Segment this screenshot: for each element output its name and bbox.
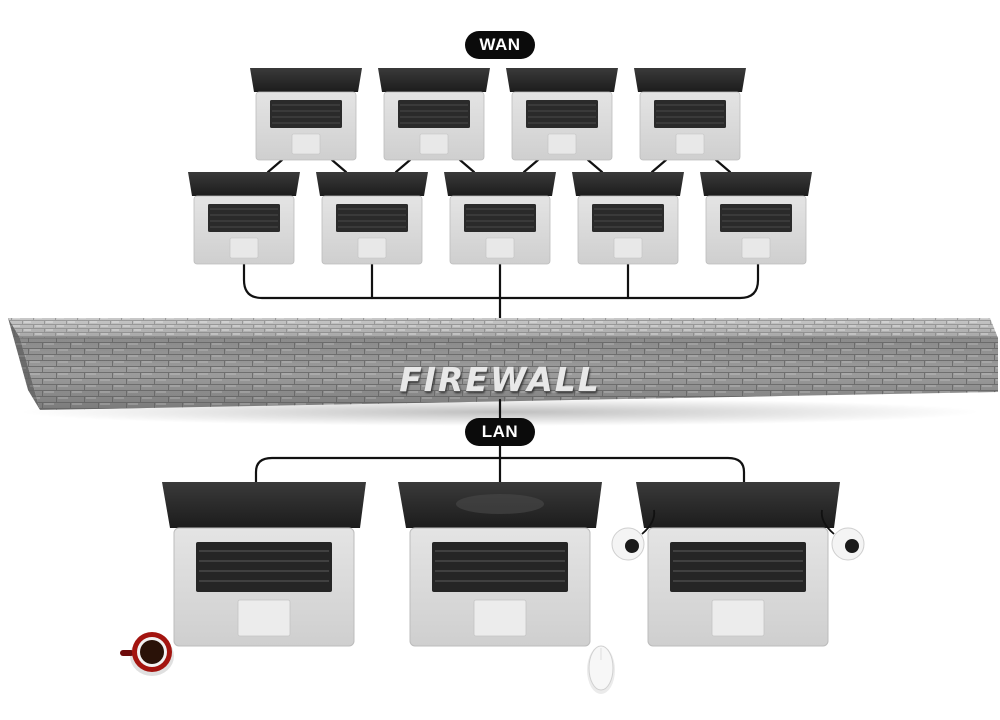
wan-laptop-6[interactable] bbox=[316, 172, 428, 265]
wan-laptop-4[interactable] bbox=[634, 68, 746, 161]
link-r1-1-b bbox=[330, 158, 348, 174]
wan-laptop-7[interactable] bbox=[444, 172, 556, 265]
wan-label: WAN bbox=[465, 31, 535, 59]
link-r1-4-a bbox=[650, 158, 668, 174]
lan-laptop-1[interactable] bbox=[162, 482, 366, 647]
link-r1-4-b bbox=[714, 158, 732, 174]
mouse-icon bbox=[587, 645, 615, 694]
wan-laptop-9[interactable] bbox=[700, 172, 812, 265]
speaker-right-icon bbox=[820, 509, 865, 561]
lan-laptop-3[interactable] bbox=[636, 482, 840, 647]
link-r1-3-b bbox=[586, 158, 604, 174]
lan-label: LAN bbox=[465, 418, 535, 446]
wan-laptop-2[interactable] bbox=[378, 68, 490, 161]
coffee-cup-icon bbox=[120, 632, 174, 676]
firewall-wall bbox=[8, 318, 998, 426]
lan-connections bbox=[254, 398, 746, 486]
link-r1-2-a bbox=[394, 158, 412, 174]
wan-connections bbox=[242, 158, 760, 320]
wan-laptop-8[interactable] bbox=[572, 172, 684, 265]
lan-bus bbox=[254, 456, 746, 486]
link-r1-2-b bbox=[458, 158, 476, 174]
wan-laptop-5[interactable] bbox=[188, 172, 300, 265]
link-r1-1-a bbox=[266, 158, 284, 174]
wan-laptop-3[interactable] bbox=[506, 68, 618, 161]
lan-laptops bbox=[162, 482, 840, 647]
firewall-label: FIREWALL bbox=[399, 360, 601, 399]
speaker-left-icon bbox=[611, 509, 656, 561]
wan-laptop-1[interactable] bbox=[250, 68, 362, 161]
link-r1-3-a bbox=[522, 158, 540, 174]
lan-laptop-2[interactable] bbox=[398, 482, 602, 647]
wan-laptops bbox=[188, 68, 812, 265]
